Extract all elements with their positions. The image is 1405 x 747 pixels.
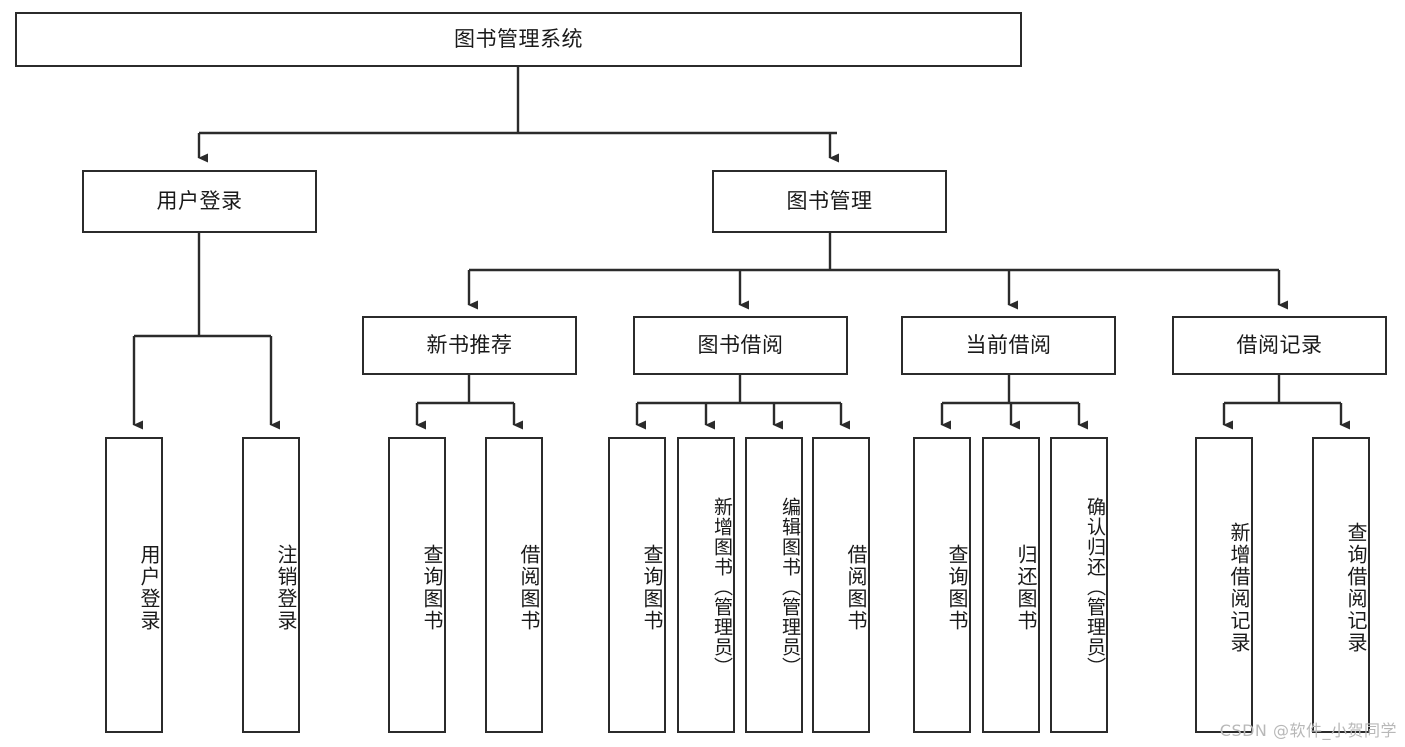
node-label: 图书借阅 [697, 332, 784, 357]
node-label: 归还图书 [1014, 544, 1038, 632]
watermark-text: CSDN @软件_小贺同学 [1219, 721, 1397, 740]
node-label: 借阅图书 [517, 544, 541, 632]
leaf-borrow-record-query-record[interactable]: 查询借阅记录 [1312, 437, 1370, 733]
node-label: 查询借阅记录 [1344, 522, 1368, 654]
node-label: 当前借阅 [965, 332, 1052, 357]
node-label: 图书管理 [786, 188, 873, 213]
node-new-book-recommend[interactable]: 新书推荐 [362, 316, 577, 375]
node-user-login[interactable]: 用户登录 [82, 170, 317, 233]
node-label: 借阅图书 [844, 544, 868, 632]
leaf-current-borrow-query-book[interactable]: 查询图书 [913, 437, 971, 733]
leaf-user-login-signout[interactable]: 注销登录 [242, 437, 300, 733]
node-label: 新增图书（管理员） [711, 497, 733, 677]
leaf-user-login-signin[interactable]: 用户登录 [105, 437, 163, 733]
node-label: 查询图书 [640, 544, 664, 632]
leaf-book-borrow-borrow-book[interactable]: 借阅图书 [812, 437, 870, 733]
leaf-book-borrow-edit-book-admin[interactable]: 编辑图书（管理员） [745, 437, 803, 733]
leaf-book-borrow-add-book-admin[interactable]: 新增图书（管理员） [677, 437, 735, 733]
node-label: 编辑图书（管理员） [779, 497, 801, 677]
node-book-borrow[interactable]: 图书借阅 [633, 316, 848, 375]
node-label: 注销登录 [274, 544, 298, 632]
leaf-book-borrow-query-book[interactable]: 查询图书 [608, 437, 666, 733]
leaf-current-borrow-confirm-return-admin[interactable]: 确认归还（管理员） [1050, 437, 1108, 733]
leaf-new-book-borrow-book[interactable]: 借阅图书 [485, 437, 543, 733]
node-book-management[interactable]: 图书管理 [712, 170, 947, 233]
node-label: 用户登录 [156, 188, 243, 213]
node-label: 借阅记录 [1236, 332, 1323, 357]
leaf-borrow-record-add-record[interactable]: 新增借阅记录 [1195, 437, 1253, 733]
node-label: 查询图书 [945, 544, 969, 632]
node-current-borrow[interactable]: 当前借阅 [901, 316, 1116, 375]
node-label: 用户登录 [137, 544, 161, 632]
node-label: 新书推荐 [426, 332, 513, 357]
node-borrow-record[interactable]: 借阅记录 [1172, 316, 1387, 375]
node-label: 新增借阅记录 [1227, 522, 1251, 654]
node-label: 图书管理系统 [454, 26, 583, 51]
node-label: 查询图书 [420, 544, 444, 632]
node-label: 确认归还（管理员） [1084, 497, 1106, 677]
leaf-current-borrow-return-book[interactable]: 归还图书 [982, 437, 1040, 733]
leaf-new-book-query-book[interactable]: 查询图书 [388, 437, 446, 733]
node-root-book-management-system[interactable]: 图书管理系统 [15, 12, 1022, 67]
